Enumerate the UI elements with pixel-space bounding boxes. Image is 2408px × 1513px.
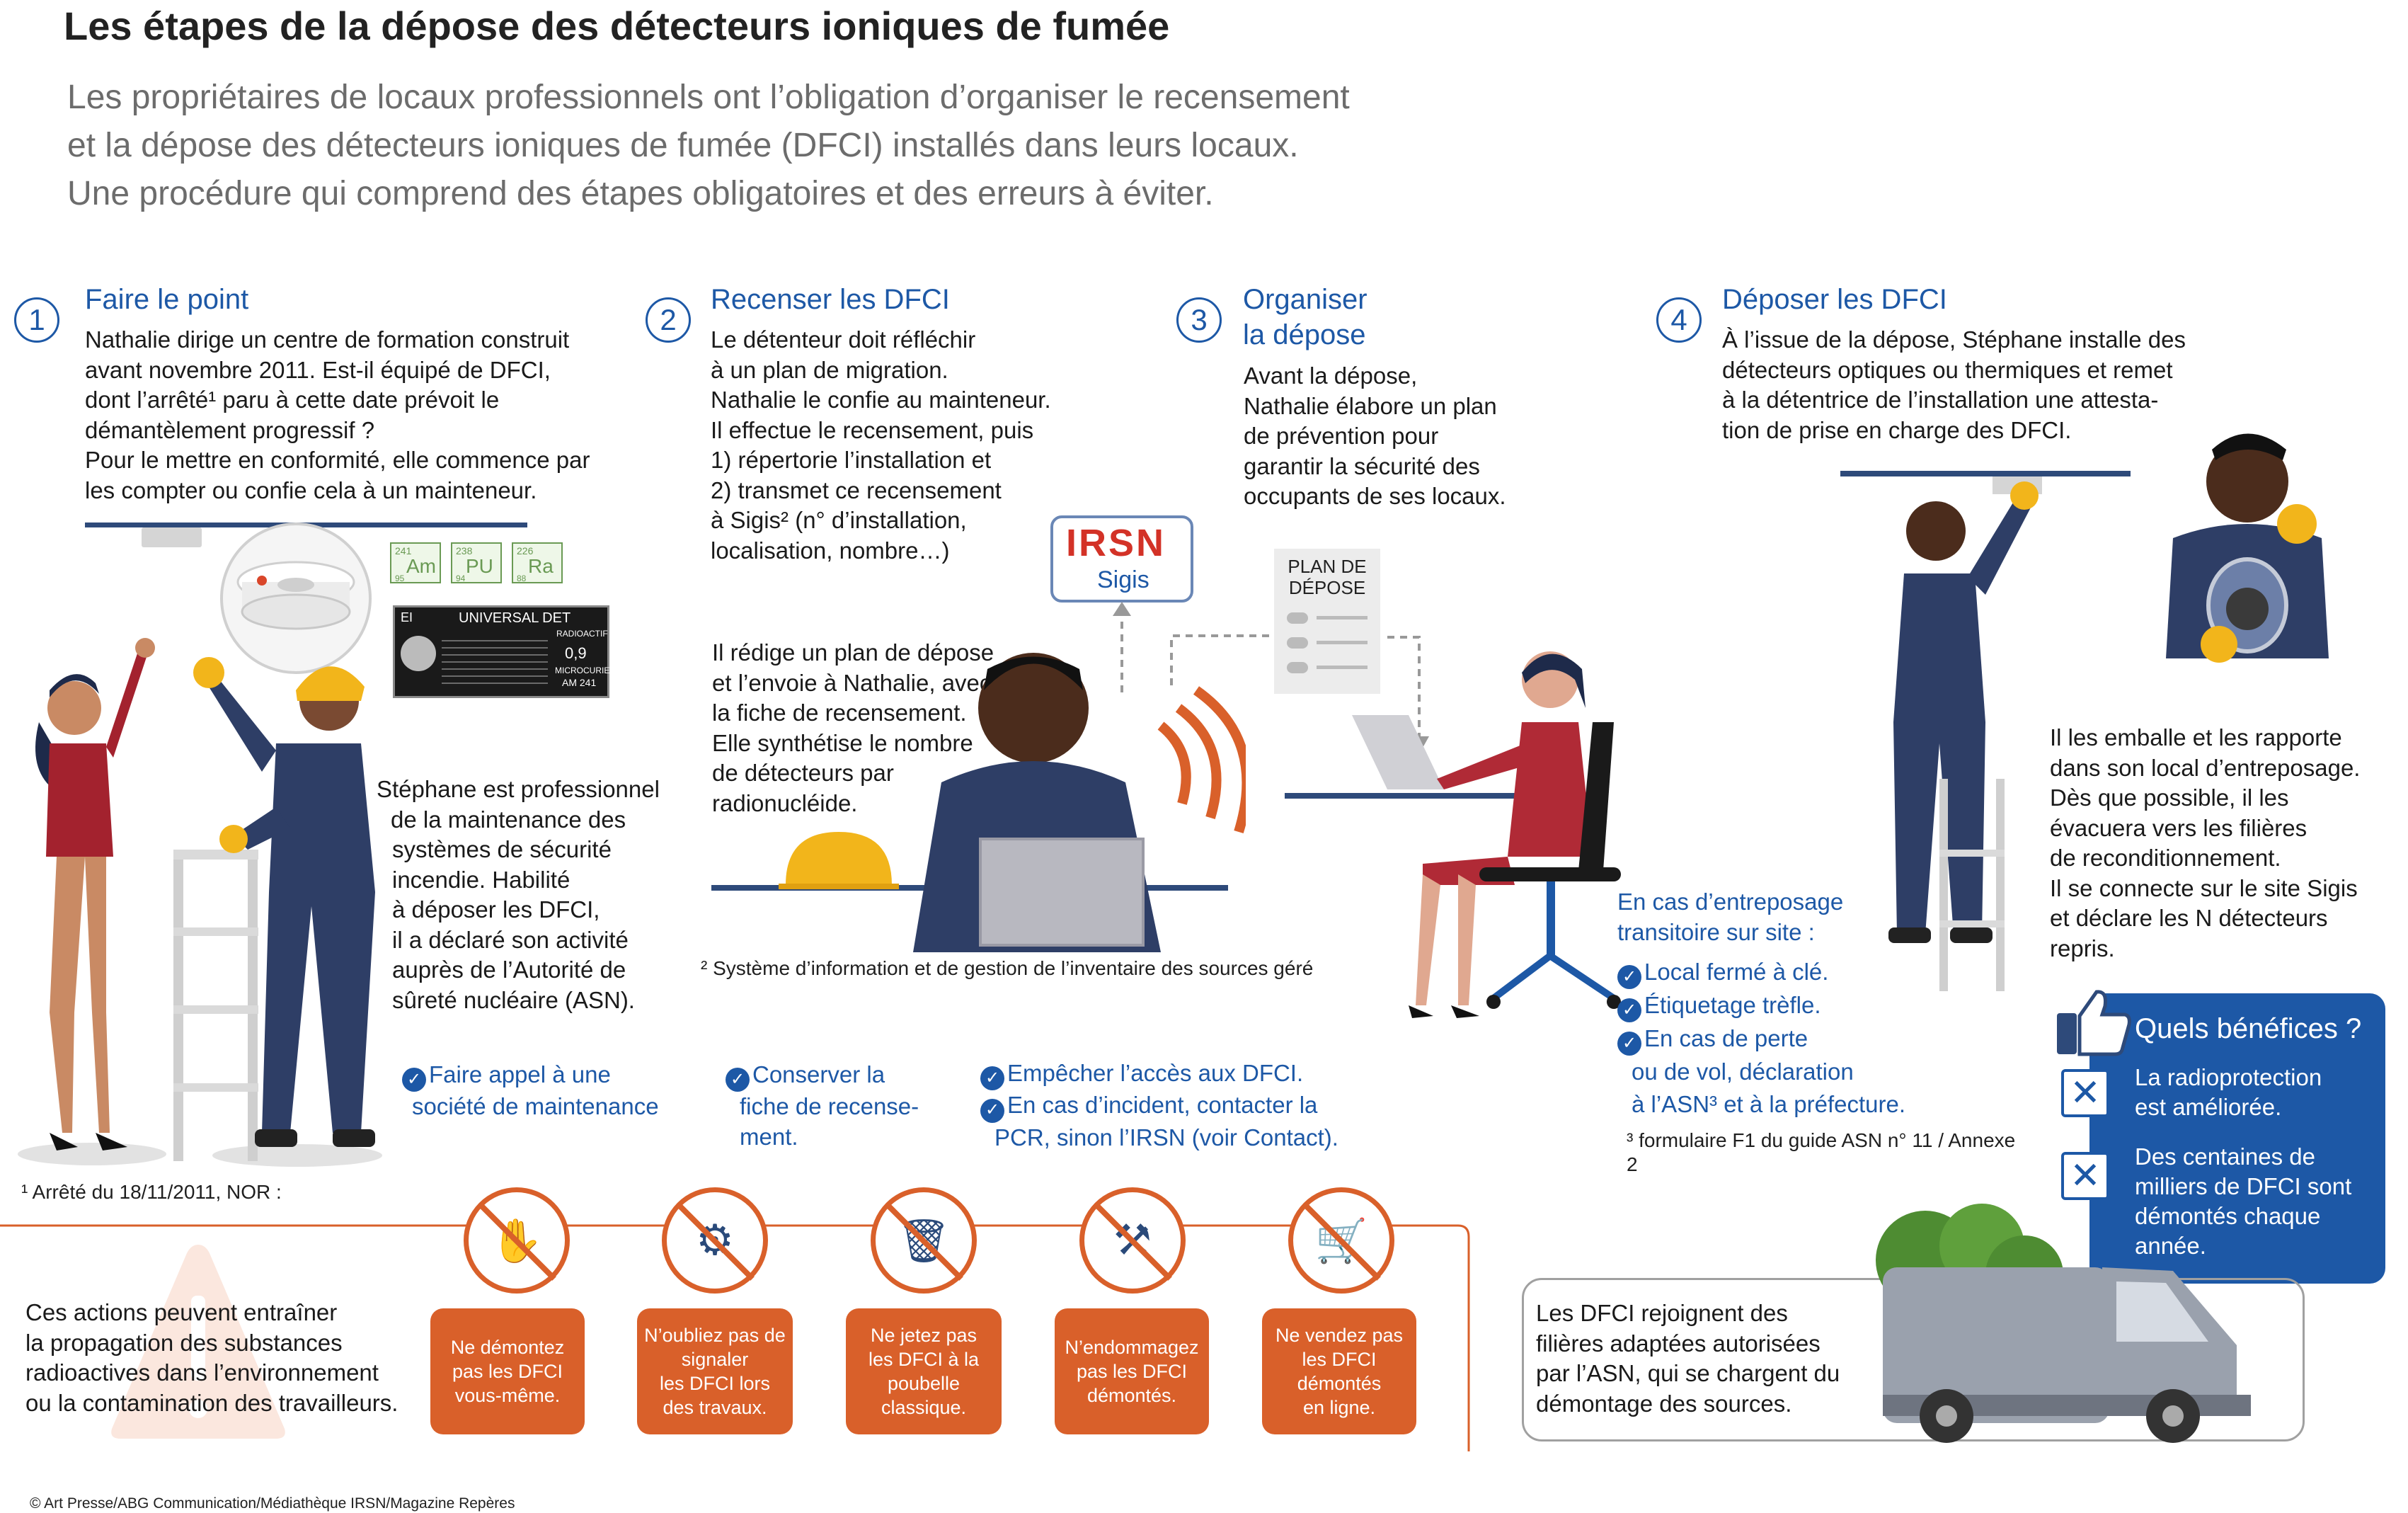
storage-info: En cas d’entreposage transitoire sur sit…: [1617, 889, 1906, 1117]
svg-text:Am: Am: [406, 555, 436, 577]
footnote-2: ² Système d’information et de gestion de…: [701, 957, 1314, 979]
step-3-checks: ✓Empêcher l’accès aux DFCI. ✓En cas d’in…: [980, 1058, 1338, 1153]
step-number-3: 3: [1176, 297, 1222, 343]
detector-zoom-icon: [220, 523, 372, 674]
step-1-text: Nathalie dirige un centre de formation c…: [85, 326, 590, 503]
step-number-4: 4: [1656, 297, 1702, 343]
svg-text:238: 238: [456, 545, 473, 556]
check-icon: ✓: [980, 1098, 1004, 1123]
svg-text:95: 95: [395, 573, 405, 583]
step-2-heading: Recenser les DFCI: [711, 284, 950, 315]
check-icon: ✓: [402, 1068, 426, 1092]
svg-text:Ra: Ra: [528, 555, 554, 577]
van-illustration: [1876, 1204, 2251, 1443]
hand-detector-icon: ✋: [490, 1216, 544, 1264]
thumbs-up-icon: [2057, 990, 2131, 1056]
svg-text:241: 241: [395, 545, 412, 556]
cart-icon: 🛒: [1314, 1216, 1368, 1264]
check-icon: ✓: [1617, 1032, 1641, 1056]
irsn-sigis-box: IRSN Sigis: [1050, 515, 1193, 603]
check-icon: ✓: [980, 1066, 1004, 1091]
step-number-2: 2: [646, 297, 691, 343]
step-2-check: ✓Conserver la fiche de recense- ment.: [726, 1060, 919, 1152]
step-1-check: ✓Faire appel à une société de maintenanc…: [402, 1060, 659, 1122]
trash-icon: 🗑: [896, 1216, 951, 1264]
step-3-illustration: [1285, 651, 1621, 1018]
step-4-text: À l’issue de la dépose, Stéphane install…: [1722, 326, 2186, 443]
step-3-text: Avant la dépose,Nathalie élabore un plan…: [1244, 362, 1506, 509]
warning-triangle-icon: [111, 1245, 285, 1439]
detector-label-plate: EI UNIVERSAL DET RADIOACTIF 0,9 MICROCUR…: [393, 605, 609, 698]
ban-icon-2: ⚙: [662, 1187, 768, 1294]
drill-icon: ⚙: [696, 1216, 734, 1264]
ban-icon-1: ✋: [464, 1187, 570, 1294]
credit: © Art Presse/ABG Communication/Médiathèq…: [30, 1495, 515, 1512]
svg-text:226: 226: [517, 545, 534, 556]
donts-panel-frame: [0, 1224, 1470, 1451]
radionuclide-elements: 241 Am 95 238 PU 94 226 Ra 88: [390, 542, 563, 583]
step-4-illustration: [1840, 433, 2329, 991]
ceiling-detector-1: [142, 527, 202, 547]
footnote-1: ¹ Arrêté du 18/11/2011, NOR :: [21, 1181, 282, 1203]
x-box-icon: ✕: [2061, 1069, 2109, 1117]
intro: Les propriétaires de locaux professionne…: [67, 79, 1350, 212]
step-2-illustration: [711, 653, 1246, 952]
step-number-1: 1: [14, 297, 59, 343]
hammer-icon: ⚒: [1113, 1216, 1152, 1264]
step-1-heading: Faire le point: [85, 284, 249, 315]
svg-text:PU: PU: [466, 555, 493, 577]
check-icon: ✓: [1617, 965, 1641, 989]
footnote-3: ³ formulaire F1 du guide ASN n° 11 / Ann…: [1627, 1129, 2016, 1175]
svg-text:88: 88: [517, 573, 527, 583]
ban-icon-3: 🗑: [871, 1187, 977, 1294]
step-4-heading: Déposer les DFCI: [1722, 284, 1947, 315]
trefoil-icon: [401, 636, 436, 671]
svg-text:94: 94: [456, 573, 466, 583]
x-box-icon: ✕: [2061, 1152, 2109, 1200]
irsn-logo: IRSN: [1066, 522, 1166, 564]
ban-icon-4: ⚒: [1079, 1187, 1186, 1294]
page-title: Les étapes de la dépose des détecteurs i…: [64, 4, 1170, 48]
check-icon: ✓: [1617, 998, 1641, 1022]
step-1-side-text: Stéphane est professionnel de la mainten…: [377, 776, 660, 1013]
step-1-illustration: [18, 638, 382, 1167]
ban-icon-5: 🛒: [1288, 1187, 1394, 1294]
check-icon: ✓: [726, 1068, 750, 1092]
benefits-heading: Quels bénéfices ?: [2135, 1013, 2362, 1044]
